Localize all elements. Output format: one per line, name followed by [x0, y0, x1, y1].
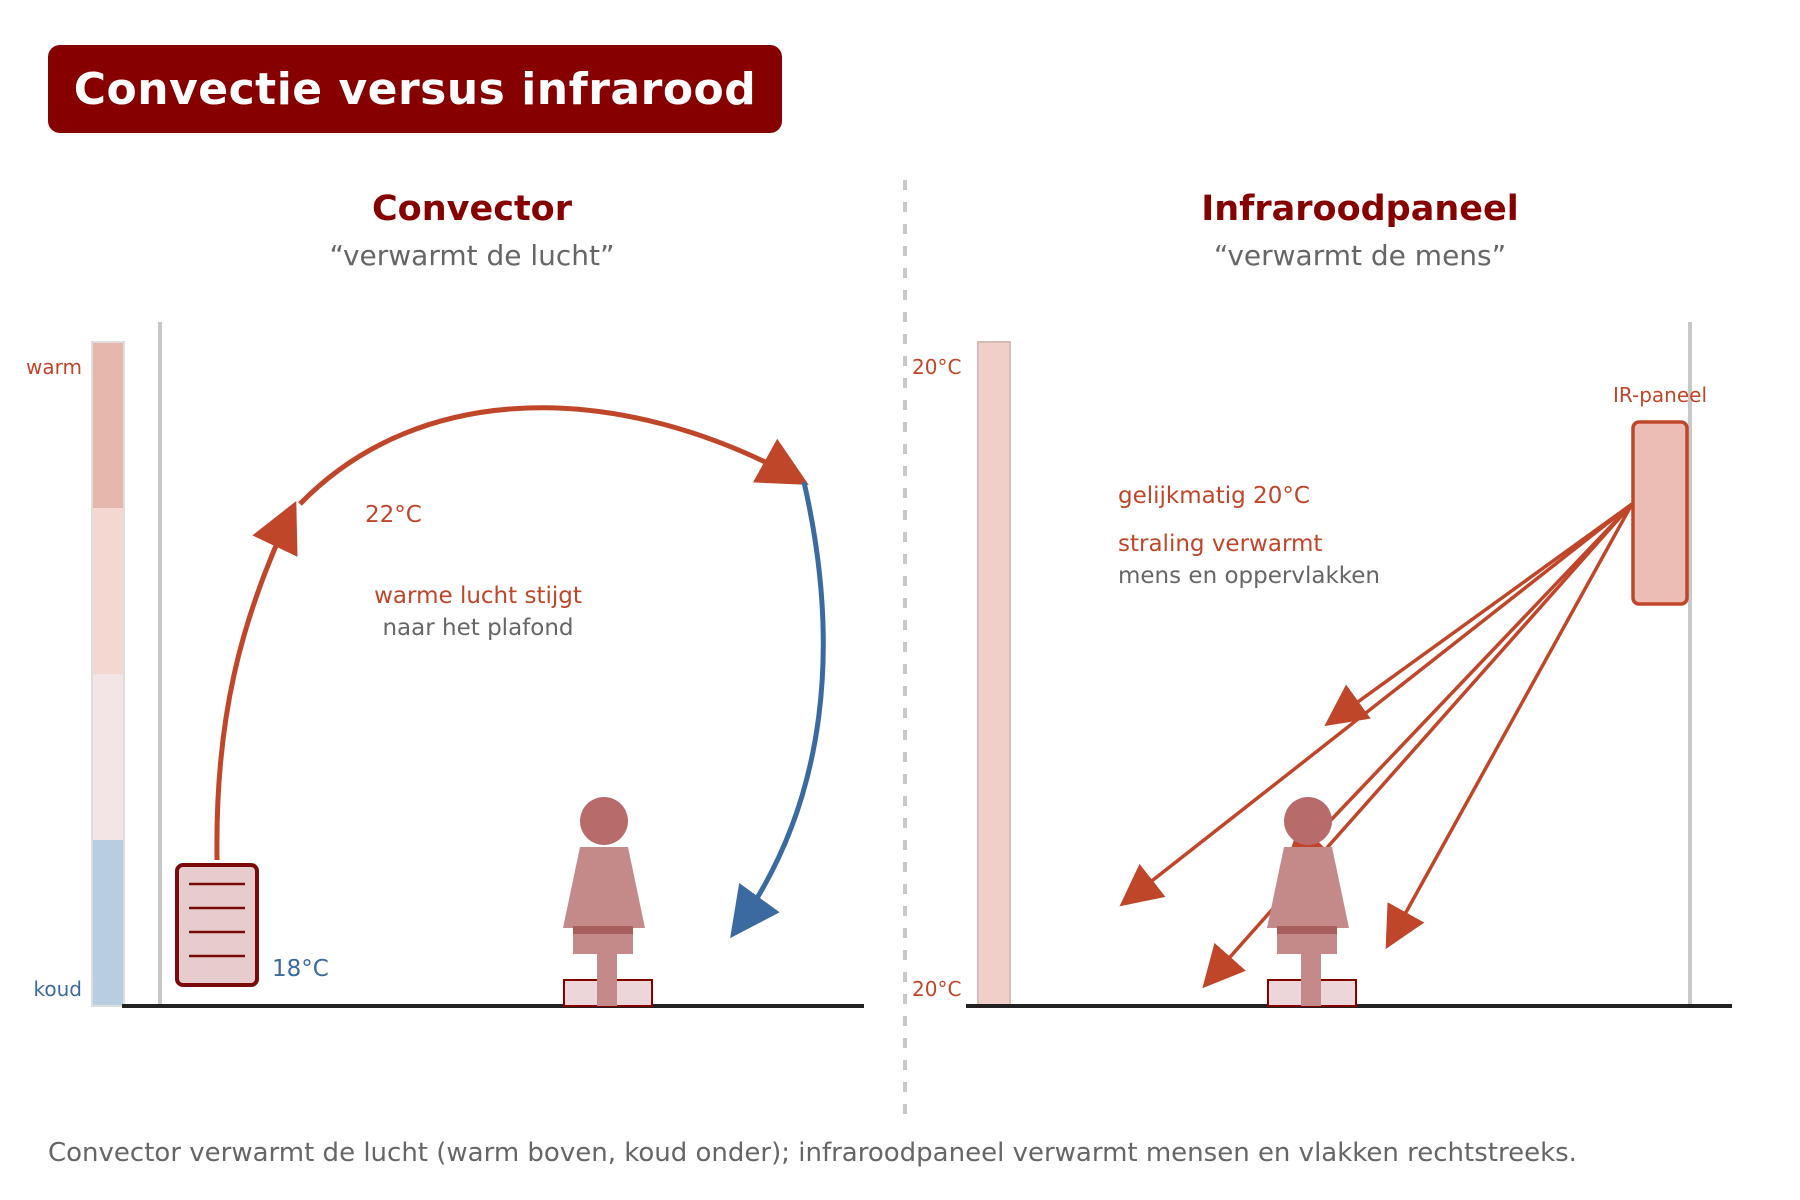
convector-heater-icon: [175, 863, 259, 987]
ir-panel-label: IR-paneel: [1613, 383, 1707, 407]
infrared-text-line2: straling verwarmt: [1118, 531, 1322, 557]
person-icon: [563, 797, 653, 1007]
page-title: Convectie versus infrarood: [73, 63, 757, 115]
floor-temperature-label: 18°C: [272, 956, 329, 982]
warm-air-ceiling-arrow: [298, 405, 809, 506]
convector-subtitle: “verwarmt de lucht”: [329, 239, 614, 272]
warm-air-rise-arrow: [214, 500, 298, 861]
scale-warm-label: warm: [26, 355, 82, 379]
ceiling-temperature-label: 22°C: [365, 502, 422, 528]
person-icon: [1267, 797, 1357, 1007]
radiation-arrows: [1119, 502, 1634, 989]
diagram-caption: Convector verwarmt de lucht (warm boven,…: [48, 1138, 1577, 1168]
convector-text-line1: warme lucht stijgt: [374, 583, 582, 609]
title-banner: Convectie versus infrarood: [48, 45, 782, 133]
infrared-text-line1: gelijkmatig 20°C: [1118, 483, 1310, 509]
infrared-title: Infraroodpaneel: [1201, 189, 1519, 229]
cold-air-fall-arrow: [730, 481, 826, 939]
scale-top-temp-label: 20°C: [912, 355, 961, 379]
convector-temperature-scale: [91, 341, 125, 1007]
infrared-text-line3: mens en oppervlakken: [1118, 563, 1380, 589]
ir-panel-icon: [1631, 420, 1689, 606]
infrared-subtitle: “verwarmt de mens”: [1214, 239, 1506, 272]
infrared-temperature-scale: [977, 341, 1011, 1007]
scale-bottom-temp-label: 20°C: [912, 977, 961, 1001]
convector-title: Convector: [372, 189, 573, 229]
convector-text-line2: naar het plafond: [382, 615, 573, 641]
scale-cold-label: koud: [34, 977, 82, 1001]
